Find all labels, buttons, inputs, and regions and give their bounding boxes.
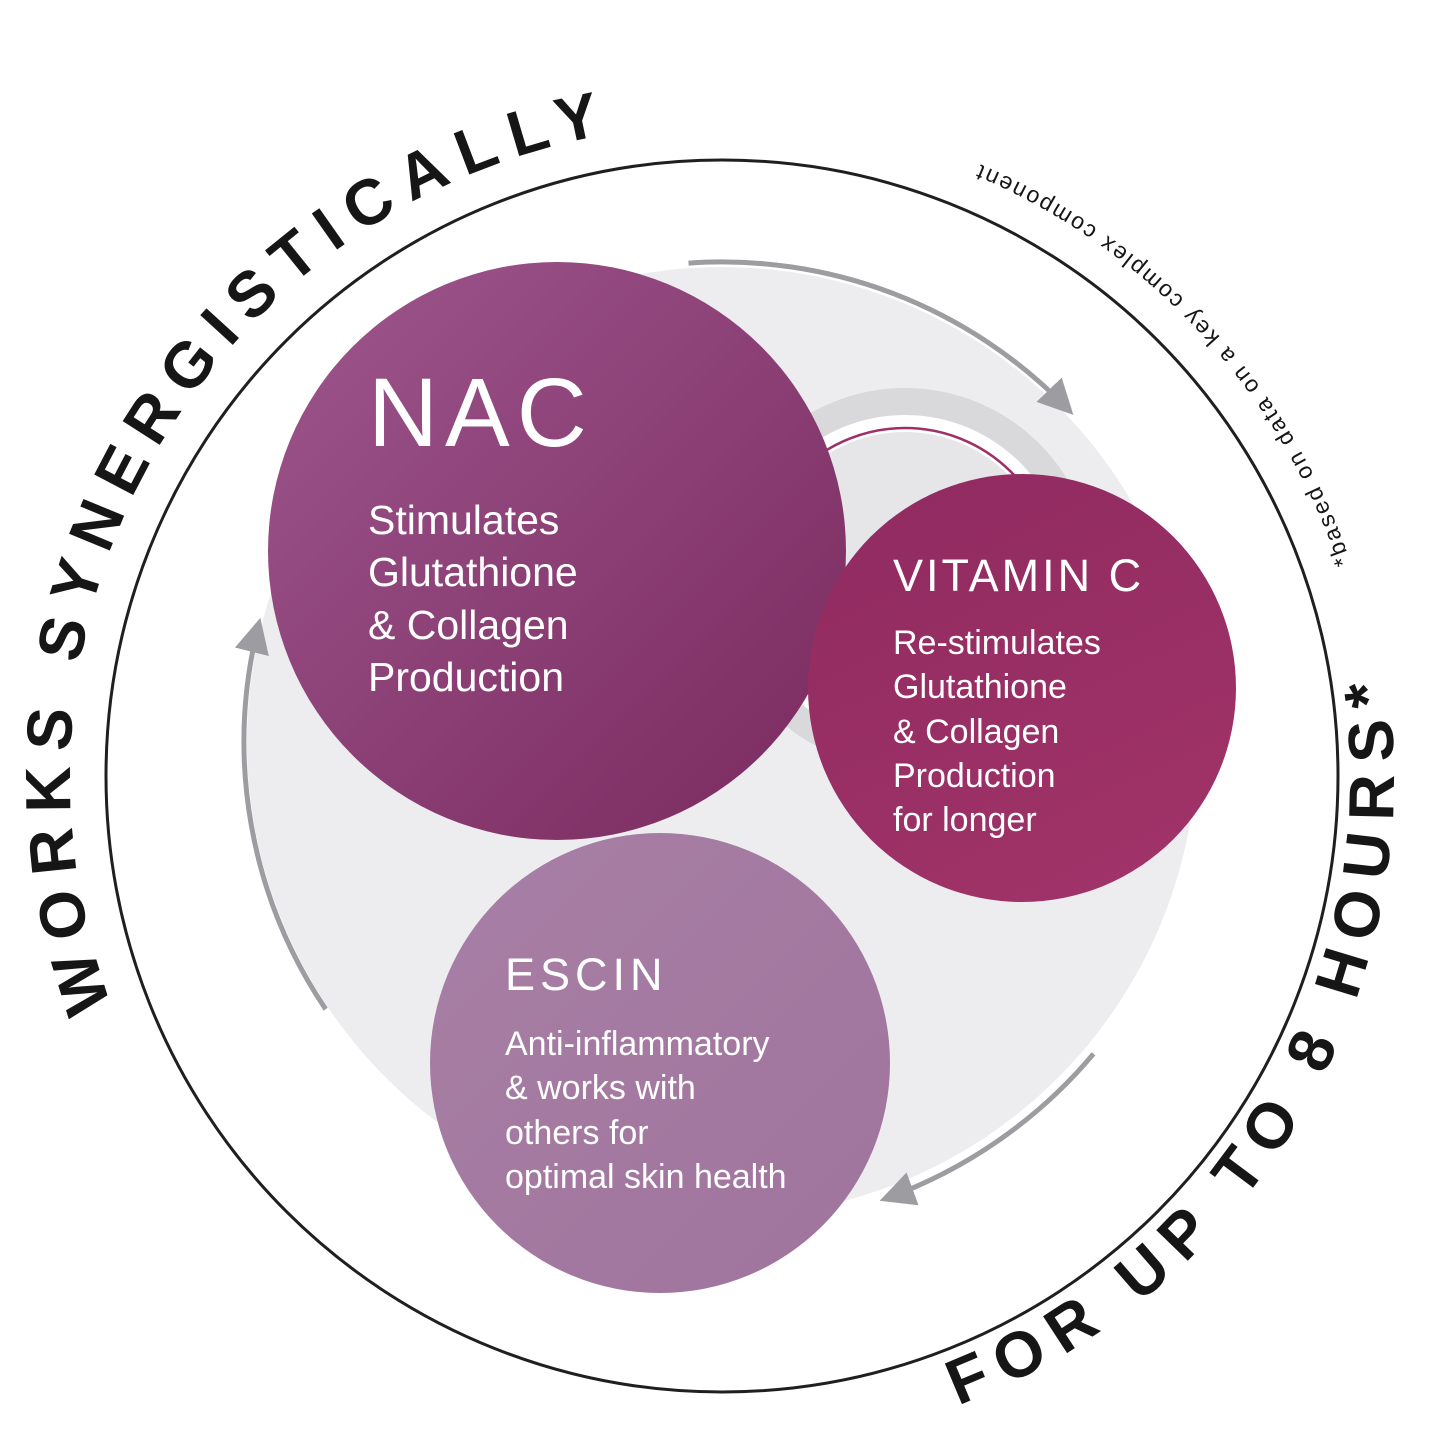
escin-description-line: Anti-inflammatory (505, 1025, 770, 1064)
vitamin-c-description-line: Glutathione (893, 668, 1067, 707)
escin-description: Anti-inflammatory & works with others fo… (505, 1022, 787, 1199)
escin-description-line: optimal skin health (505, 1157, 787, 1196)
vitamin-c-content: VITAMIN C Re-stimulates Glutathione & Co… (893, 552, 1144, 842)
vitamin-c-circle: VITAMIN C Re-stimulates Glutathione & Co… (808, 474, 1236, 902)
vitamin-c-description-line: for longer (893, 801, 1037, 839)
nac-title: NAC (368, 358, 594, 467)
cycle-arrow-bottom (879, 1052, 1096, 1206)
outer-ring (104, 158, 1340, 1394)
nac-content: NAC Stimulates Glutathione & Collagen Pr… (368, 362, 594, 704)
escin-content: ESCIN Anti-inflammatory & works with oth… (505, 951, 787, 1199)
nac-description: Stimulates Glutathione & Collagen Produc… (368, 494, 594, 704)
cycle-arrows (234, 259, 1096, 1206)
vitamin-c-description-line: Re-stimulates (893, 624, 1101, 663)
nac-description-line: Glutathione (368, 549, 578, 596)
cycle-arrow-top (688, 259, 1074, 415)
vitamin-c-description: Re-stimulates Glutathione & Collagen Pro… (893, 621, 1144, 842)
nac-description-line: Stimulates (368, 496, 560, 543)
nac-circle: NAC Stimulates Glutathione & Collagen Pr… (268, 262, 846, 840)
escin-description-line: & works with (505, 1069, 696, 1108)
nac-description-line: Production (368, 654, 565, 701)
escin-title: ESCIN (505, 949, 668, 1000)
cycle-arrow-left (234, 617, 328, 1011)
vitamin-c-description-line: Production (893, 756, 1056, 795)
nac-description-line: & Collagen (368, 601, 569, 648)
escin-circle: ESCIN Anti-inflammatory & works with oth… (430, 833, 890, 1293)
vitamin-c-description-line: & Collagen (893, 712, 1060, 751)
vitamin-c-title: VITAMIN C (893, 550, 1145, 601)
escin-description-line: others for (505, 1113, 649, 1152)
